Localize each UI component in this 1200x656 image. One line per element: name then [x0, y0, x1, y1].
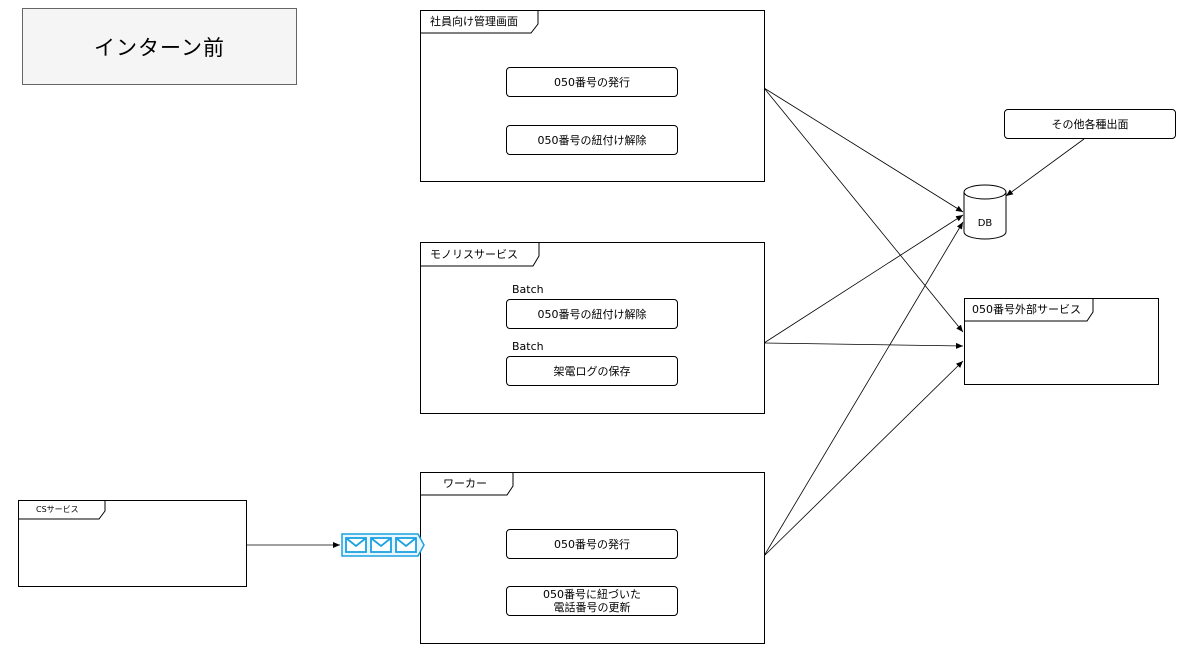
edge-worker-db	[763, 221, 964, 557]
frame-cs-label: CSサービス	[36, 505, 79, 514]
frame-tab-shape	[19, 501, 106, 520]
edge-other-db	[1005, 138, 1085, 197]
frame-monolith-label: モノリスサービス	[430, 248, 518, 261]
batch-label: Batch	[512, 340, 544, 353]
diagram-title: インターン前	[22, 8, 297, 85]
frame-external-label: 050番号外部サービス	[972, 303, 1081, 316]
worker-update-phone: 050番号に紐づいた 電話番号の更新	[506, 586, 678, 616]
frame-tab-shape	[421, 473, 514, 496]
worker-issue-050: 050番号の発行	[506, 529, 678, 559]
worker-update-phone-line2: 電話番号の更新	[553, 601, 631, 614]
monolith-unlink-050: 050番号の紐付け解除	[506, 299, 678, 329]
batch-label: Batch	[512, 283, 544, 296]
database-icon	[963, 184, 1007, 240]
frame-cs: CSサービス	[18, 500, 247, 587]
edge-admin-db	[763, 87, 964, 213]
frame-worker-label: ワーカー	[443, 477, 487, 490]
edge-monolith-external	[763, 342, 964, 349]
worker-update-phone-line1: 050番号に紐づいた	[543, 588, 641, 601]
edge-admin-external	[763, 87, 964, 333]
monolith-save-call-log: 架電ログの保存	[506, 356, 678, 386]
admin-unlink-050: 050番号の紐付け解除	[506, 125, 678, 155]
frame-tab-shape	[965, 299, 1094, 322]
edge-monolith-db	[763, 214, 964, 344]
edge-worker-external	[763, 360, 964, 557]
db-label: DB	[977, 218, 993, 229]
frame-admin-label: 社員向け管理画面	[430, 15, 518, 28]
other-outputs: その他各種出面	[1004, 109, 1176, 139]
admin-issue-050: 050番号の発行	[506, 67, 678, 97]
frame-external: 050番号外部サービス	[964, 298, 1159, 385]
frame-tab-shape	[421, 11, 539, 34]
frame-tab-shape	[421, 243, 540, 267]
message-queue-icon	[341, 533, 425, 557]
